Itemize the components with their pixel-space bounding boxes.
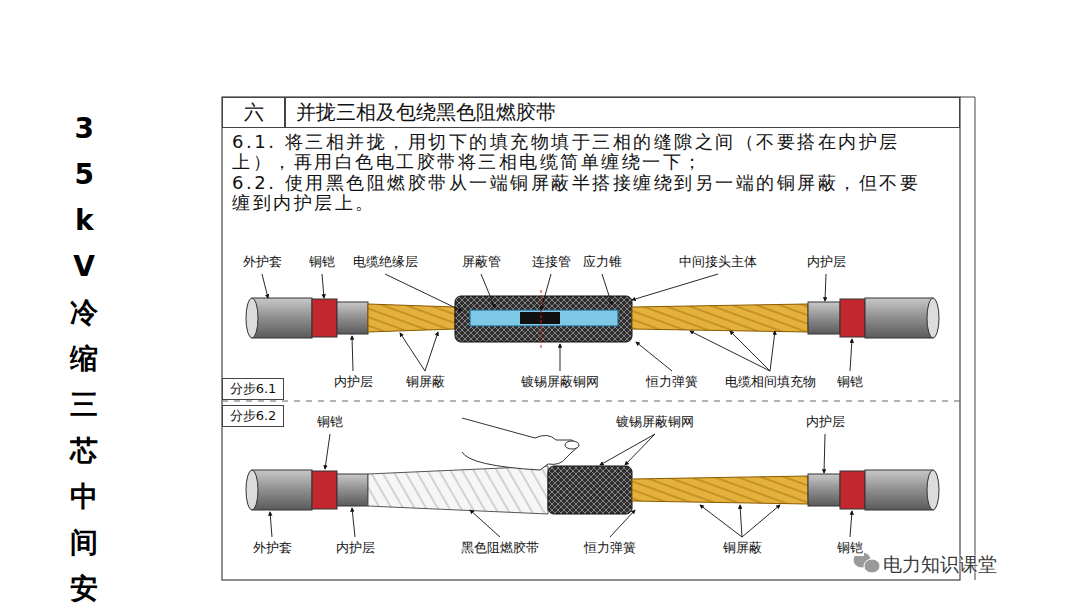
part-label: 镀锡屏蔽铜网: [615, 414, 695, 430]
cell-text: 分步6.1: [230, 380, 277, 398]
part-label: 连接管: [531, 254, 572, 270]
part-label: 铜屏蔽: [405, 374, 446, 390]
section-number-cell: 六: [222, 97, 285, 128]
step-tag: 分步6.1: [222, 378, 284, 400]
part-label: 中间接头主体: [678, 254, 758, 270]
part-label: 外护套: [252, 540, 293, 556]
part-label: 铜铠: [836, 540, 864, 556]
part-label: 镀锡屏蔽铜网: [520, 374, 600, 390]
watermark: 电力知识课堂: [882, 552, 998, 576]
part-label: 恒力弹簧: [583, 540, 637, 556]
part-label: 铜铠: [308, 254, 336, 270]
part-label: 黑色阻燃胶带: [460, 540, 540, 556]
cell-text: 六: [244, 99, 264, 126]
instruction-text: 6.1. 将三相并拢，用切下的填充物填于三相的缝隙之间（不要搭在内护层 上），再…: [232, 132, 932, 172]
part-label: 应力锥: [582, 254, 623, 270]
section-title-cell: 并拢三相及包绕黑色阻燃胶带: [285, 97, 960, 128]
part-label: 恒力弹簧: [645, 374, 699, 390]
instruction-text: 6.2. 使用黑色阻燃胶带从一端铜屏蔽半搭接缠绕到另一端的铜屏蔽，但不要 缠到内…: [232, 173, 932, 213]
step-tag: 分步6.2: [222, 405, 284, 427]
part-label: 内护层: [806, 254, 847, 270]
part-label: 铜屏蔽: [722, 540, 763, 556]
part-label: 铜铠: [316, 414, 344, 430]
part-label: 屏蔽管: [461, 254, 502, 270]
cell-text: 分步6.2: [230, 407, 277, 425]
part-label: 内护层: [335, 540, 376, 556]
part-label: 电缆绝缘层: [352, 254, 419, 270]
part-label: 铜铠: [836, 374, 864, 390]
cell-text: 并拢三相及包绕黑色阻燃胶带: [296, 99, 556, 126]
vertical-title: 35 kV冷缩三芯中间安装: [66, 106, 102, 608]
part-label: 电缆相间填充物: [724, 374, 817, 390]
part-label: 内护层: [805, 414, 846, 430]
part-label: 内护层: [333, 374, 374, 390]
part-label: 外护套: [242, 254, 283, 270]
